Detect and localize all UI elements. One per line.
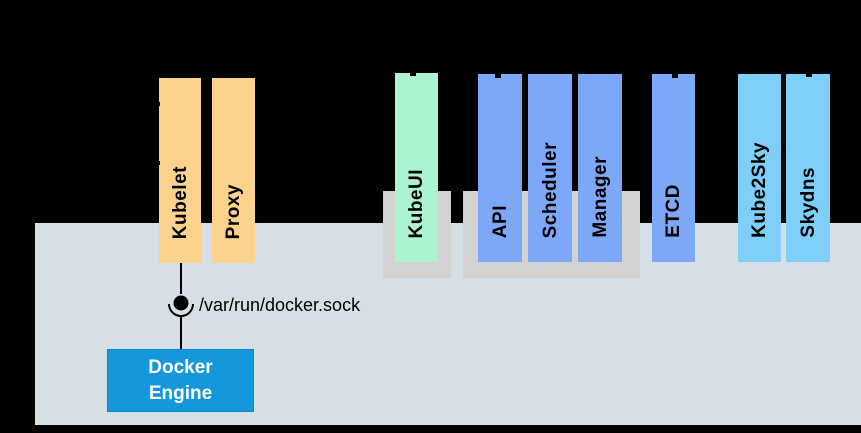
bar-kubelet: Kubelet [159,78,201,263]
bar-api-label: API [489,204,511,238]
kubelet-arrow-tick [155,102,160,106]
docker-sock-label: /var/run/docker.sock [199,295,361,315]
socket-connector-icon [168,263,194,349]
kubeui-arrow-tick [410,72,416,76]
bar-skydns: Skydns [786,74,830,262]
bar-skydns-label: Skydns [797,167,819,238]
bar-kubeui: KubeUI [395,73,438,262]
bar-kubeui-label: KubeUI [406,168,427,239]
etcd-arrow-tick [672,74,678,78]
bar-proxy-label: Proxy [223,183,244,239]
bar-proxy: Proxy [212,78,255,263]
skydns-arrow-tick [806,73,812,77]
bar-kubelet-label: Kubelet [169,165,191,239]
bar-scheduler: Scheduler [528,74,572,262]
bar-scheduler-label: Scheduler [539,141,561,238]
bar-kube2sky: Kube2Sky [738,74,781,262]
kubelet-arrow-tick [155,161,160,165]
bar-etcd-label: ETCD [663,184,684,238]
bar-manager: Manager [578,74,622,262]
bar-etcd: ETCD [652,74,695,262]
docker-engine-label-line2: Engine [148,382,213,404]
api-arrow-tick [495,74,501,78]
bar-api: API [478,74,522,262]
docker-engine-label-line1: Docker [148,356,213,378]
docker-engine-box: Docker Engine [107,349,254,412]
bar-kube2sky-label: Kube2Sky [749,142,770,238]
bar-manager-label: Manager [589,156,611,238]
